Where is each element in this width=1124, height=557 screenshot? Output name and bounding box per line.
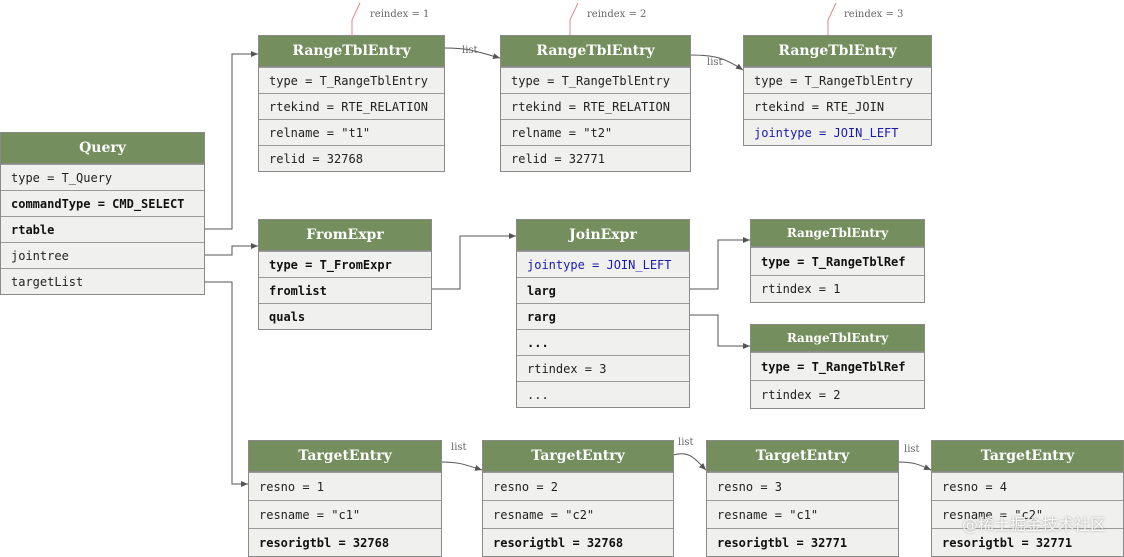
rte-header-3: RangeTblEntry bbox=[744, 36, 931, 67]
reindex-label-2: reindex = 2 bbox=[587, 9, 647, 20]
rtref1-row-type: type = T_RangeTblRef bbox=[751, 247, 924, 275]
rtref-node-1: RangeTblEntry type = T_RangeTblRef rtind… bbox=[750, 219, 925, 303]
query-row-targetlist: targetList bbox=[1, 268, 204, 294]
larg-arrow bbox=[690, 237, 750, 290]
query-row-commandtype: commandType = CMD_SELECT bbox=[1, 190, 204, 216]
rte2-row-rtekind: rtekind = RTE_RELATION bbox=[501, 93, 690, 119]
reindex-marker-1 bbox=[351, 2, 361, 35]
reindex-label-1: reindex = 1 bbox=[370, 9, 430, 20]
te2-row-resorigtbl: resorigtbl = 32768 bbox=[483, 528, 673, 556]
reindex-label-3: reindex = 3 bbox=[844, 9, 904, 20]
list-label-te-2: list bbox=[678, 437, 694, 448]
list-label-rte-1: list bbox=[462, 45, 478, 56]
jointree-arrow bbox=[204, 243, 258, 256]
te4-row-resorigtbl: resorigtbl = 32771 bbox=[932, 528, 1123, 556]
rtref-header-2: RangeTblEntry bbox=[751, 325, 924, 352]
joinexpr-row-larg: larg bbox=[517, 277, 689, 303]
joinexpr-header: JoinExpr bbox=[517, 220, 689, 251]
te3-row-resno: resno = 3 bbox=[707, 472, 898, 500]
list-label-te-3: list bbox=[904, 444, 920, 455]
te1-row-resname: resname = "c1" bbox=[249, 500, 441, 528]
query-header: Query bbox=[1, 133, 204, 164]
te4-header: TargetEntry bbox=[932, 441, 1123, 472]
rte-node-3: RangeTblEntry type = T_RangeTblEntry rte… bbox=[743, 35, 932, 146]
list-label-te-1: list bbox=[451, 442, 467, 453]
rte1-row-rtekind: rtekind = RTE_RELATION bbox=[259, 93, 444, 119]
te2-row-resno: resno = 2 bbox=[483, 472, 673, 500]
te2-row-resname: resname = "c2" bbox=[483, 500, 673, 528]
rtref2-row-type: type = T_RangeTblRef bbox=[751, 352, 924, 380]
rte2-row-relname: relname = "t2" bbox=[501, 119, 690, 145]
rte-header-2: RangeTblEntry bbox=[501, 36, 690, 67]
joinexpr-row-rtindex: rtindex = 3 bbox=[517, 355, 689, 381]
rte1-row-relid: relid = 32768 bbox=[259, 145, 444, 171]
joinexpr-row-ellipsis-1: ... bbox=[517, 329, 689, 355]
targetentry-node-2: TargetEntry resno = 2 resname = "c2" res… bbox=[482, 440, 674, 557]
query-row-rtable: rtable bbox=[1, 216, 204, 242]
query-row-jointree: jointree bbox=[1, 242, 204, 268]
targetlist-arrow bbox=[204, 281, 248, 487]
joinexpr-row-ellipsis-2: ... bbox=[517, 381, 689, 407]
te1-row-resno: resno = 1 bbox=[249, 472, 441, 500]
rtref2-row-rtindex: rtindex = 2 bbox=[751, 380, 924, 408]
rte-list-arrow-2 bbox=[689, 54, 744, 71]
te2-header: TargetEntry bbox=[483, 441, 673, 472]
targetentry-node-1: TargetEntry resno = 1 resname = "c1" res… bbox=[248, 440, 442, 557]
query-node: Query type = T_Query commandType = CMD_S… bbox=[0, 132, 205, 295]
rtref-header-1: RangeTblEntry bbox=[751, 220, 924, 247]
query-row-type: type = T_Query bbox=[1, 164, 204, 190]
te-list-arrow-2 bbox=[672, 453, 707, 471]
joinexpr-row-rarg: rarg bbox=[517, 303, 689, 329]
fromexpr-row-type: type = T_FromExpr bbox=[259, 251, 431, 277]
rarg-arrow bbox=[690, 314, 750, 349]
rte-list-arrow-1 bbox=[444, 47, 501, 60]
rte1-row-type: type = T_RangeTblEntry bbox=[259, 67, 444, 93]
reindex-marker-3 bbox=[827, 2, 837, 35]
rte3-row-jointype: jointype = JOIN_LEFT bbox=[744, 119, 931, 145]
rte2-row-relid: relid = 32771 bbox=[501, 145, 690, 171]
te1-header: TargetEntry bbox=[249, 441, 441, 472]
te3-header: TargetEntry bbox=[707, 441, 898, 472]
te-list-arrow-1 bbox=[440, 461, 483, 471]
rte3-row-type: type = T_RangeTblEntry bbox=[744, 67, 931, 93]
list-label-rte-2: list bbox=[707, 57, 723, 68]
rte3-row-rtekind: rtekind = RTE_JOIN bbox=[744, 93, 931, 119]
rte-node-2: RangeTblEntry type = T_RangeTblEntry rte… bbox=[500, 35, 691, 172]
targetentry-node-3: TargetEntry resno = 3 resname = "c1" res… bbox=[706, 440, 899, 557]
fromexpr-row-quals: quals bbox=[259, 303, 431, 329]
rtable-arrow bbox=[204, 51, 258, 230]
watermark: @稀土掘金技术社区 bbox=[961, 515, 1106, 534]
rte1-row-relname: relname = "t1" bbox=[259, 119, 444, 145]
te4-row-resname: resname = "c2" bbox=[932, 500, 1123, 528]
joinexpr-row-jointype: jointype = JOIN_LEFT bbox=[517, 251, 689, 277]
fromexpr-row-fromlist: fromlist bbox=[259, 277, 431, 303]
te3-row-resorigtbl: resorigtbl = 32771 bbox=[707, 528, 898, 556]
rtref-node-2: RangeTblEntry type = T_RangeTblRef rtind… bbox=[750, 324, 925, 409]
fromexpr-node: FromExpr type = T_FromExpr fromlist qual… bbox=[258, 219, 432, 330]
rte2-row-type: type = T_RangeTblEntry bbox=[501, 67, 690, 93]
joinexpr-node: JoinExpr jointype = JOIN_LEFT larg rarg … bbox=[516, 219, 690, 408]
te3-row-resname: resname = "c1" bbox=[707, 500, 898, 528]
reindex-marker-2 bbox=[569, 2, 579, 35]
fromexpr-header: FromExpr bbox=[259, 220, 431, 251]
te4-row-resno: resno = 4 bbox=[932, 472, 1123, 500]
rte-node-1: RangeTblEntry type = T_RangeTblEntry rte… bbox=[258, 35, 445, 172]
te-list-arrow-3 bbox=[897, 461, 932, 471]
te1-row-resorigtbl: resorigtbl = 32768 bbox=[249, 528, 441, 556]
fromlist-arrow bbox=[431, 233, 516, 290]
targetentry-node-4: TargetEntry resno = 4 resname = "c2" res… bbox=[931, 440, 1124, 557]
rte-header-1: RangeTblEntry bbox=[259, 36, 444, 67]
rtref1-row-rtindex: rtindex = 1 bbox=[751, 275, 924, 302]
